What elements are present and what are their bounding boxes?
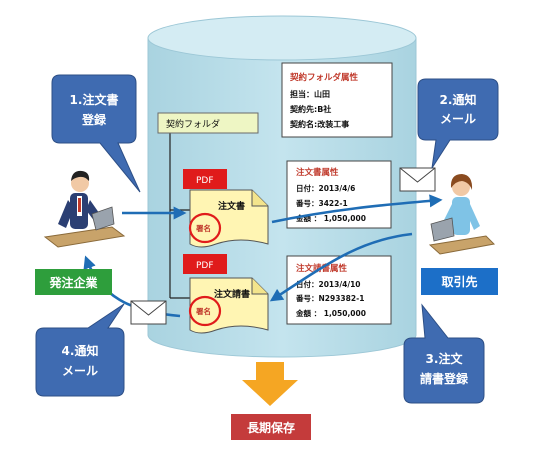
- callout-register-order: 1.注文書 登録: [51, 74, 141, 193]
- document-title: 注文請書: [214, 288, 250, 300]
- folder-label: 契約フォルダ: [166, 118, 220, 130]
- archive-label: 長期保存: [231, 414, 311, 440]
- contract-attr-title: 契約フォルダ属性: [289, 72, 359, 83]
- callout-text: 3.注文: [426, 351, 464, 366]
- contract-attr-box: 契約フォルダ属性 担当：山田 契約先:B社 契約名:改装工事: [281, 62, 393, 138]
- orderer-label-text: 発注企業: [48, 275, 98, 290]
- ack-attr-line: 日付：2013/4/10: [296, 279, 361, 289]
- order-attr-line: 日付：2013/4/6: [296, 183, 355, 193]
- order-document[interactable]: PDF 注文書 署名: [183, 169, 269, 248]
- mail-icon: [399, 167, 436, 192]
- arrow-register-ack: [269, 232, 413, 302]
- archive-label-text: 長期保存: [247, 420, 295, 435]
- callout-text: メール: [440, 112, 476, 126]
- callout-text: 2.通知: [440, 92, 477, 107]
- signature-stamp: [188, 212, 222, 244]
- mail-icon: [130, 300, 167, 325]
- callout-text: メール: [62, 364, 98, 378]
- order-attr-line: 番号：3422-1: [295, 198, 348, 208]
- pdf-badge-label: PDF: [196, 261, 214, 271]
- pdf-badge: [183, 254, 227, 274]
- callout-notify-orderer: 4.通知 メール: [35, 303, 125, 397]
- order-attr-title: 注文書属性: [296, 167, 339, 178]
- document-title: 注文書: [218, 200, 245, 212]
- order-attr-box: 注文書属性 日付：2013/4/6 番号：3422-1 金額 ： 1,050,0…: [286, 160, 392, 229]
- contract-attr-line: 担当：山田: [290, 89, 330, 99]
- ack-document[interactable]: PDF 注文請書 署名: [183, 254, 269, 334]
- orderer-person-icon: [43, 170, 126, 248]
- arrow-notify-supplier: [271, 194, 443, 224]
- pdf-badge: [183, 169, 227, 189]
- orderer-label: 発注企業: [35, 269, 112, 295]
- supplier-label: 取引先: [421, 268, 498, 295]
- supplier-person-icon: [428, 174, 496, 255]
- callout-text: 1.注文書: [70, 92, 119, 107]
- signature-stamp: [188, 295, 222, 327]
- pdf-badge-label: PDF: [196, 176, 214, 186]
- contract-attr-line: 契約名:改装工事: [289, 119, 349, 129]
- callout-register-ack: 3.注文 請書登録: [403, 303, 485, 404]
- signature-stamp-label: 署名: [196, 306, 211, 316]
- ack-attr-box: 注文請書属性 日付：2013/4/10 番号：N293382-1 金額 ： 1,…: [286, 255, 392, 325]
- folder-label-box[interactable]: 契約フォルダ: [157, 112, 259, 134]
- callout-text: 請書登録: [420, 371, 469, 386]
- order-attr-line: 金額 ： 1,050,000: [295, 213, 366, 223]
- callout-text: 4.通知: [62, 343, 99, 358]
- archive-down-arrow: [242, 362, 298, 406]
- callout-text: 登録: [81, 112, 107, 127]
- callout-notify-supplier: 2.通知 メール: [417, 78, 499, 169]
- ack-attr-line: 金額 ： 1,050,000: [295, 308, 366, 318]
- contract-attr-line: 契約先:B社: [289, 104, 331, 114]
- ack-attr-line: 番号：N293382-1: [295, 293, 364, 303]
- signature-stamp-label: 署名: [196, 223, 211, 233]
- supplier-label-text: 取引先: [441, 274, 477, 289]
